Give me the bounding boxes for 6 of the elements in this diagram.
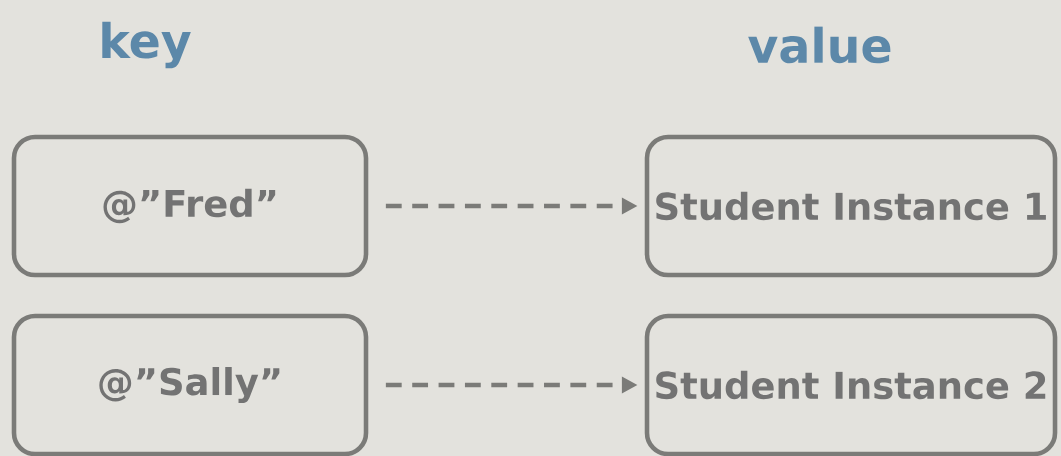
column-heading: value — [748, 26, 891, 64]
column-heading: key — [102, 21, 191, 69]
key-value-box: Student Instance 1 — [644, 134, 1058, 278]
key-value-box: @”Fred” — [11, 134, 369, 278]
key-value-box: @”Sally” — [11, 313, 369, 456]
key-value-box: Student Instance 2 — [644, 313, 1058, 456]
